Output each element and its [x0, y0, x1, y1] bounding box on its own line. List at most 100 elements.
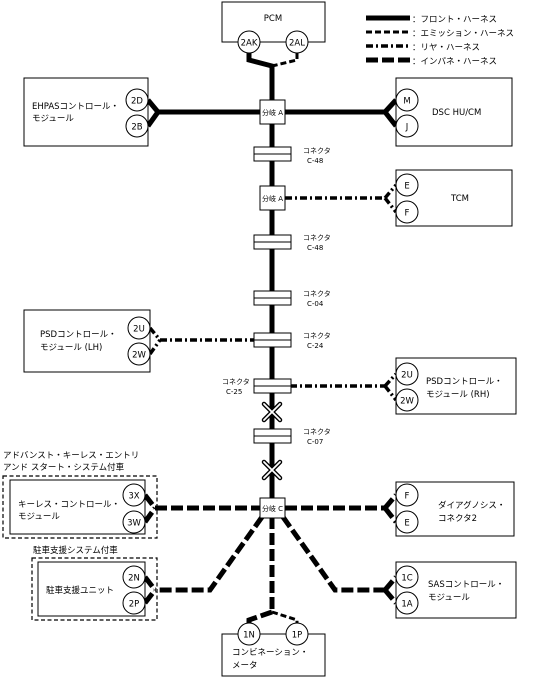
- wire-ehpas-2d: [146, 98, 160, 114]
- combination-meter-module: コンビネーション・ メータ 1N 1P: [221, 622, 326, 677]
- dlc-pin-f-label: F: [405, 492, 410, 502]
- psd-rh-module: PSDコントロール・ モジュール (RH) 2U 2W: [395, 357, 517, 415]
- pcm-box: [221, 1, 326, 43]
- ehpas-box: [23, 77, 149, 147]
- wire-parking: [155, 515, 265, 593]
- psd-lh-pin-2w: [127, 342, 151, 366]
- psd-lh-name-line2: モジュール (LH): [40, 343, 102, 353]
- psd-rh-pin-2u-label: 2U: [401, 371, 413, 381]
- wire-psd-rh-2u: [383, 372, 398, 388]
- junction-a2-label: 分岐 A: [262, 194, 283, 203]
- connector-c25: コネクタ C-25: [222, 377, 292, 396]
- dsc-pin-m-label: M: [403, 97, 410, 107]
- psd-lh-name-line1: PSDコントロール・: [40, 330, 117, 340]
- psd-lh-pin-2u-label: 2U: [133, 325, 145, 335]
- connector-c48-1: コネクタ C-48: [253, 146, 331, 165]
- legend-label-inpane: ：インパネ・ハーネス: [412, 57, 497, 67]
- connector-c04-label: コネクタ: [303, 289, 331, 298]
- wire-dsc-m: [383, 98, 398, 114]
- tcm-pin-f-label: F: [405, 209, 410, 219]
- ehpas-pin-2b-label: 2B: [131, 123, 142, 133]
- legend-label-rear: ：リヤ・ハーネス: [412, 43, 480, 53]
- keyless-pin-3w: [122, 510, 146, 534]
- ehpas-module: EHPASコントロール・ モジュール 2D 2B: [23, 77, 149, 147]
- keyless-pin-3x-label: 3X: [128, 492, 139, 502]
- keyless-pin-3w-label: 3W: [127, 519, 141, 529]
- combination-pin-1p: [285, 622, 309, 646]
- parking-pin-2n-label: 2N: [128, 574, 140, 584]
- sas-name-line2: モジュール: [428, 593, 470, 603]
- connector-c25-label: コネクタ: [222, 377, 250, 386]
- psd-rh-pin-2w-label: 2W: [400, 397, 414, 407]
- sas-pin-1a: [395, 591, 419, 615]
- dlc-module: ダイアグノシス・ コネクタ2 F E: [395, 481, 515, 537]
- keyless-name-line1: キーレス・コントロール・: [18, 500, 120, 510]
- sas-pin-1c: [395, 565, 419, 589]
- wire-dlc-f: [383, 493, 398, 510]
- wire-pcm-2ak: [246, 53, 275, 100]
- dlc-pin-e: [395, 510, 419, 534]
- wire-keyless-3x: [143, 493, 157, 510]
- junction-c-box: [259, 497, 286, 519]
- psd-lh-module: PSDコントロール・ モジュール (LH) 2U 2W: [23, 309, 151, 373]
- connector-c48-2: コネクタ C-48: [253, 233, 331, 252]
- sas-pin-1c-label: 1C: [401, 574, 412, 584]
- keyless-pin-3x: [122, 483, 146, 507]
- wire-keyless-3w: [142, 506, 158, 524]
- psd-lh-pin-2u: [127, 316, 151, 340]
- connector-c24: コネクタ C-24: [253, 331, 331, 350]
- ehpas-pin-2d: [125, 88, 149, 112]
- dlc-pin-e-label: E: [404, 519, 409, 529]
- parking-note: 駐車支援システム付車: [33, 545, 118, 556]
- junction-c: 分岐 C: [259, 497, 286, 519]
- tcm-name: TCM: [450, 194, 469, 204]
- legend: ：フロント・ハーネス ：エミッション・ハーネス ：リヤ・ハーネス ：インパネ・ハ…: [366, 15, 514, 67]
- combination-pin-1n: [237, 622, 261, 646]
- connector-c48-1-label: コネクタ: [303, 146, 331, 155]
- wire-sas-1c: [383, 575, 398, 592]
- dsc-module: DSC HU/CM M J: [395, 77, 513, 147]
- wire-tcm-f: [383, 196, 398, 214]
- twist-marker-upper: [261, 401, 283, 423]
- wire-tcm-e: [383, 183, 398, 200]
- keyless-name-line2: モジュール: [18, 512, 60, 522]
- combination-pin-1n-label: 1N: [243, 631, 255, 641]
- wire-parking-2n: [143, 575, 157, 592]
- parking-pin-2p: [122, 591, 146, 615]
- wire-combination-1p: [271, 610, 299, 624]
- pcm-pin-2al: [285, 30, 309, 54]
- wire-psd-lh-2u: [148, 326, 162, 342]
- junction-a1-label: 分岐 A: [262, 108, 283, 117]
- connector-c24-code: C-24: [307, 342, 324, 350]
- connector-c07-label: コネクタ: [303, 427, 331, 436]
- pcm-pin-2al-label: 2AL: [289, 39, 305, 49]
- wire-sas: [280, 515, 385, 593]
- parking-option-frame: [31, 557, 158, 621]
- dsc-pin-j-label: J: [405, 123, 409, 133]
- combination-pin-1p-label: 1P: [292, 631, 303, 641]
- junction-a1-box: [259, 99, 286, 125]
- pcm-pin-2ak: [237, 30, 261, 54]
- dsc-box: [395, 77, 513, 147]
- tcm-pin-e-label: E: [404, 182, 409, 192]
- ehpas-name-line1: EHPASコントロール・: [32, 102, 119, 112]
- wire-ehpas-2b: [145, 110, 161, 128]
- wire-dlc-e: [383, 506, 398, 524]
- connector-c48-2-code: C-48: [307, 244, 323, 252]
- keyless-box: [9, 479, 146, 535]
- psd-rh-pin-2w: [395, 388, 419, 412]
- psd-rh-name-line1: PSDコントロール・: [426, 377, 503, 387]
- wire-sas-1a: [383, 588, 398, 605]
- connector-c48-1-code: C-48: [307, 157, 323, 165]
- wire-psd-lh-2w: [148, 338, 162, 356]
- keyless-option-frame: [2, 475, 158, 539]
- junction-a2: 分岐 A: [259, 185, 286, 211]
- psd-lh-box: [23, 309, 151, 373]
- ehpas-pin-2d-label: 2D: [131, 97, 143, 107]
- parking-pin-2n: [122, 565, 146, 589]
- dsc-name: DSC HU/CM: [432, 108, 481, 118]
- dlc-pin-f: [395, 483, 419, 507]
- wire-parking-2p: [143, 588, 157, 605]
- combination-box: [221, 633, 326, 677]
- parking-name: 駐車支援ユニット: [46, 585, 114, 596]
